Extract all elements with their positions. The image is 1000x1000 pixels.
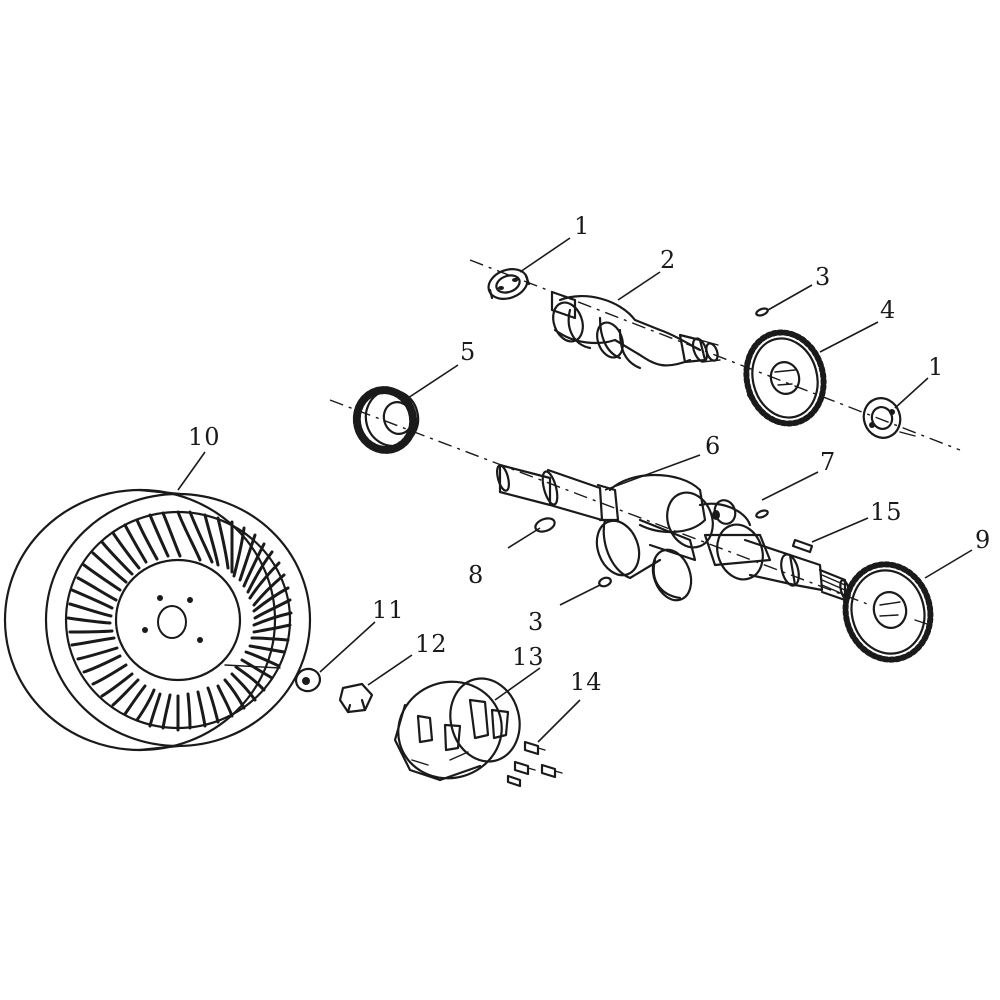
callout-7: 7 (820, 448, 836, 476)
callout-9: 9 (975, 526, 991, 554)
callout-12: 12 (415, 630, 448, 658)
callout-3-upper: 3 (815, 263, 831, 291)
callout-15: 15 (870, 498, 903, 526)
part-3-key-upper (755, 307, 769, 317)
callout-8: 8 (468, 561, 484, 589)
part-4-cam-gear (743, 329, 827, 427)
part-14-bolts (506, 740, 563, 788)
leader-lines (177, 237, 973, 743)
part-7-key (755, 509, 769, 519)
callout-labels: 1 2 3 4 1 5 10 6 7 15 9 8 3 11 12 13 14 (188, 212, 991, 696)
callout-13: 13 (512, 643, 545, 671)
part-10-flywheel (3, 488, 312, 752)
callout-4: 4 (880, 296, 896, 324)
callout-1-lower: 1 (928, 353, 944, 381)
part-9-timing-gear (842, 561, 934, 663)
callout-5: 5 (460, 338, 476, 366)
part-11-washer (294, 667, 322, 693)
part-6-crankshaft (496, 463, 851, 602)
part-1-bearing-lower (862, 397, 916, 439)
callout-1-upper: 1 (574, 212, 590, 240)
callout-6: 6 (705, 432, 721, 460)
callout-11: 11 (372, 596, 405, 624)
part-2-camshaft (550, 290, 721, 370)
callout-3-lower: 3 (528, 608, 544, 636)
part-12-nut (338, 682, 374, 714)
part-1-bearing-upper (487, 268, 531, 300)
part-13-starter-cup (393, 677, 521, 782)
part-3-key-lower (598, 576, 612, 588)
part-8-key (534, 517, 556, 533)
axis-lines (329, 259, 961, 606)
callout-10: 10 (188, 423, 221, 451)
part-5-crank-gear (352, 386, 420, 454)
part-15-pin (791, 538, 814, 554)
callout-2: 2 (660, 246, 676, 274)
callout-14: 14 (570, 668, 603, 696)
